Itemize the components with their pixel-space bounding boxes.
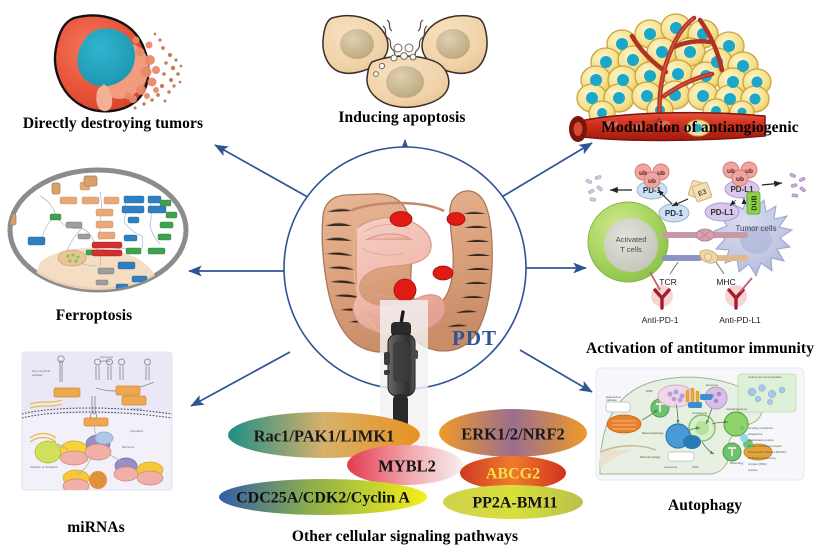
- autophagy-text-block: Amphisome: [692, 411, 708, 415]
- pathway-label-mybl2: MYBL2: [378, 457, 436, 476]
- autophagy-text-block: Endosomal: [606, 395, 621, 399]
- label-ub-5: ub: [745, 168, 753, 175]
- mirna-text-block: Translocation to stress foci: [116, 489, 150, 493]
- caption-antitumor-immunity: Activation of antitumor immunity: [586, 340, 814, 357]
- panel-antiangiogenic-art: [569, 13, 772, 142]
- label-activated-t-cells-line1: Activated: [616, 235, 647, 244]
- receptor-complex-upper: [662, 228, 748, 242]
- tumor-spots: [389, 211, 466, 302]
- mirna-text-block: pathway: [32, 373, 43, 377]
- panel-antitumor-immunity-art: Activated T cells Tumor cells PD-1 PD-1: [585, 161, 806, 325]
- panel-ferroptosis-art: [7, 167, 189, 293]
- pathway-ellipse-rac1-pak1-limk1: Rac1/PAK1/LIMK1: [228, 412, 420, 458]
- autophagy-legend-item: Required for Transport (ESCRT): [748, 450, 787, 454]
- mirna-text-block: Canonical: [100, 355, 113, 359]
- colon-intestine-illustration: [321, 190, 493, 353]
- autophagy-text-block: Mitophagy: [730, 461, 744, 465]
- label-ub-2: ub: [657, 170, 665, 177]
- label-pd1-ubiquitinated: PD-1: [643, 186, 662, 195]
- autophagy-text-block: Autophagosome: [726, 407, 747, 411]
- label-tumor-cells: Tumor cells: [735, 224, 776, 233]
- label-dub: DUB: [752, 195, 759, 210]
- ubiquitin-group-pdl1: ub ub ub: [722, 161, 758, 187]
- label-tcr: TCR: [659, 277, 676, 287]
- pathway-label-cdc25a-cdk2-cyclin-a: CDC25A/CDK2/Cyclin A: [236, 490, 410, 507]
- label-pdl1-membrane: PD-L1: [710, 208, 734, 217]
- label-pdl1-ubiquitinated: PD-L1: [730, 185, 754, 194]
- mirna-text-block: and/or degradation: [60, 495, 84, 499]
- label-anti-pd1: Anti-PD-1: [642, 315, 679, 325]
- pathway-ellipse-cdc25a-cdk2-cyclin-a: CDC25A/CDK2/Cyclin A: [219, 479, 427, 515]
- caption-ferroptosis: Ferroptosis: [56, 307, 133, 324]
- anti-pdl1-antibody: Anti-PD-L1: [719, 277, 761, 325]
- label-activated-t-cells-line2: T cells: [620, 245, 642, 254]
- autophagy-legend-item: RAB-induced Silencing: [748, 456, 776, 460]
- blood-vessel: [569, 111, 766, 142]
- ubiquitin-group-pd1: ub ub ub: [634, 163, 670, 189]
- label-ub-4: ub: [727, 168, 735, 175]
- mirna-text-block: and decay: [124, 493, 138, 497]
- panel-autophagy-art: Endosomal pathway Macroautophagy Microau…: [595, 367, 805, 481]
- mirna-text-block: Inhibition of translation: [30, 465, 58, 469]
- pathway-label-erk1-2-nrf2: ERK1/2/NRF2: [461, 425, 565, 444]
- caption-autophagy: Autophagy: [668, 497, 742, 514]
- mirna-text-block: Ribosome: [122, 445, 135, 449]
- arrow-to-autophagy: [519, 349, 593, 393]
- pathway-label-abcg2: ABCG2: [486, 466, 540, 483]
- connector-arrows: [188, 139, 593, 441]
- pathway-label-rac1-pak1-limk1: Rac1/PAK1/LIMK1: [254, 427, 395, 446]
- caption-antiangiogenic: Modulation of antiangiogenic: [601, 119, 798, 136]
- label-mhc: MHC: [716, 277, 735, 287]
- pathway-ellipse-erk1-2-nrf2: ERK1/2/NRF2: [439, 409, 587, 457]
- tumor-cell-cluster: [576, 13, 772, 126]
- autophagy-text-block: Exosome: [706, 383, 718, 387]
- autophagy-text-block: Macroautophagy: [642, 431, 664, 435]
- mirna-text-block: Nucleus: [132, 407, 143, 411]
- arrow-to-directly-destroying-tumors: [214, 144, 314, 201]
- arrow-to-mirnas: [190, 351, 291, 407]
- autophagy-text-block: CMA: [692, 465, 698, 469]
- label-ub-6: ub: [736, 176, 744, 183]
- caption-other-signaling-pathways: Other cellular signaling pathways: [292, 528, 518, 545]
- pathway-ellipse-pp2a-bm11: PP2A-BM11: [443, 485, 583, 519]
- caption-mirnas: miRNAs: [67, 519, 124, 536]
- pathway-ellipse-mybl2: MYBL2: [347, 445, 463, 485]
- autophagy-legend-item: vesicles: [748, 468, 758, 472]
- panel-mirnas-art: Non-canonical pathway Canonical pathway …: [21, 351, 173, 499]
- label-pd1-membrane: PD-1: [665, 209, 684, 218]
- label-ub-1: ub: [639, 170, 647, 177]
- label-anti-pdl1: Anti-PD-L1: [719, 315, 761, 325]
- anti-pd1-antibody: Anti-PD-1: [642, 271, 679, 325]
- pathway-label-pp2a-bm11: PP2A-BM11: [472, 495, 557, 512]
- pathway-ellipse-abcg2: ABCG2: [460, 456, 566, 490]
- caption-inducing-apoptosis: Inducing apoptosis: [338, 109, 465, 126]
- label-ub-3: ub: [648, 178, 656, 185]
- autophagy-legend-item: Endosomal Sorting Complex: [748, 444, 783, 448]
- autophagy-legend-item: phagophore: [748, 432, 763, 436]
- label-e3-pdl1: E3: [697, 189, 708, 199]
- receptor-complex-lower: [662, 249, 748, 264]
- pdt-center-label: PDT: [452, 326, 497, 350]
- autophagy-legend-item: ubiquitinated proteins: [748, 438, 774, 442]
- mirna-text-block: 5' isoform mRNA cleavage: [56, 491, 89, 495]
- autophagy-text-block: pathway: [606, 398, 617, 402]
- autophagy-text-block: Microautophagy: [640, 455, 661, 459]
- mirna-text-block: Cytoplasm: [130, 429, 144, 433]
- autophagy-text-block: MVB: [646, 389, 652, 393]
- panel-directly-destroying-tumors-art: [53, 14, 183, 113]
- arrow-to-antiangiogenic: [499, 142, 593, 199]
- mirna-text-block: Non-canonical: [32, 369, 50, 373]
- autophagy-text-block: Lysosome: [664, 465, 677, 469]
- autophagy-legend-item: complex (RISC): [748, 462, 767, 466]
- mirna-text-block: pathway: [100, 359, 111, 363]
- autophagy-legend-item: recycling mechanism: [748, 426, 774, 430]
- autophagy-text-block: Cell-to-cell communication: [748, 375, 782, 379]
- caption-directly-destroying-tumors: Directly destroying tumors: [23, 115, 203, 132]
- panel-inducing-apoptosis-art: [322, 14, 488, 108]
- signaling-pathway-ellipses: Rac1/PAK1/LIMK1 ERK1/2/NRF2 MYBL2 ABCG2 …: [219, 409, 587, 519]
